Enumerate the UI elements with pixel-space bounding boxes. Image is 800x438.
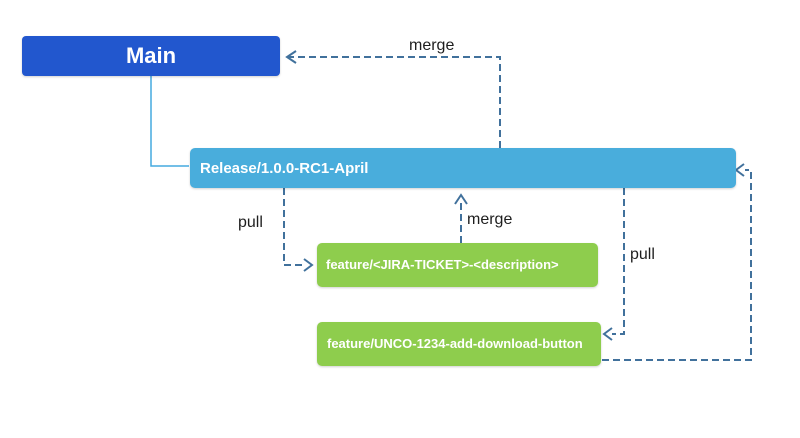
connector-pull-release-to-feature-example <box>612 188 625 335</box>
connector-branch-main-to-release <box>150 76 189 167</box>
branch-node-feature-template[interactable]: feature/<JIRA-TICKET>-<description> <box>317 243 598 287</box>
branch-node-feature-example-label: feature/UNCO-1234-add-download-button <box>327 336 583 351</box>
arrowhead-into-release-bottom-icon <box>454 193 468 205</box>
arrowhead-into-feature-template-icon <box>303 258 314 272</box>
branch-node-release[interactable]: Release/1.0.0-RC1-April <box>190 148 736 188</box>
arrowhead-into-main-icon <box>285 50 297 64</box>
arrowhead-into-feature-example-icon <box>602 327 613 341</box>
edge-label-pull-to-feature-example: pull <box>630 246 655 263</box>
branch-node-main[interactable]: Main <box>22 36 280 76</box>
branch-node-main-label: Main <box>125 43 177 68</box>
edge-label-merge-to-main: merge <box>409 37 455 54</box>
branch-node-release-label: Release/1.0.0-RC1-April <box>200 159 369 177</box>
branch-node-feature-template-label: feature/<JIRA-TICKET>-<description> <box>326 257 559 272</box>
branch-node-feature-example[interactable]: feature/UNCO-1234-add-download-button <box>317 322 601 366</box>
connector-pull-release-to-feature-template <box>283 188 306 266</box>
edge-label-pull-to-feature-template: pull <box>238 214 263 231</box>
connector-merge-release-to-main <box>288 56 501 148</box>
edge-label-merge-to-release: merge <box>467 211 513 228</box>
arrowhead-into-release-right-icon <box>734 163 745 177</box>
connector-merge-feature-example-to-release <box>602 169 752 361</box>
